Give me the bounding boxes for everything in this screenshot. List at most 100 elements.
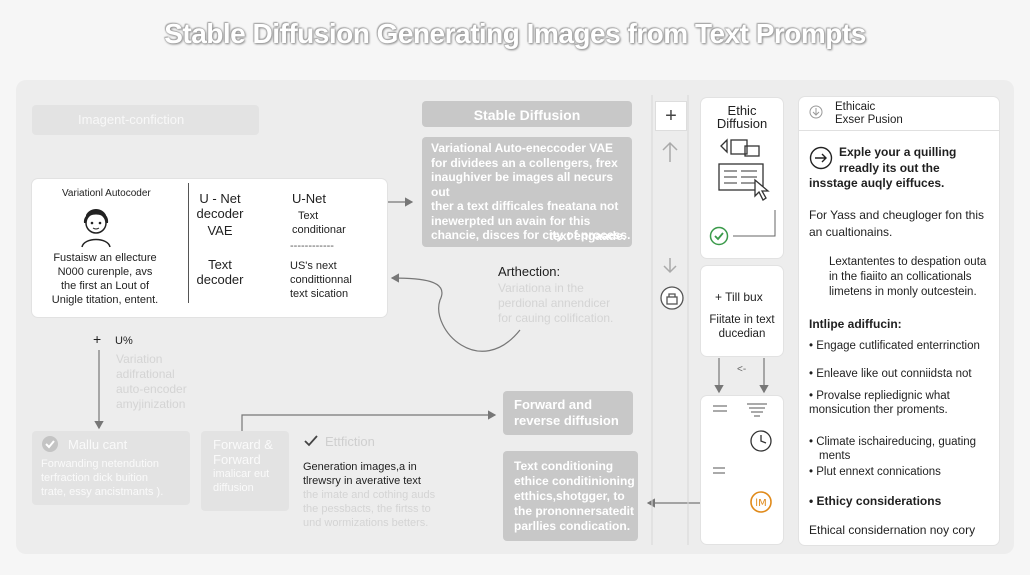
- forward-card-line: imalicar eut: [213, 468, 270, 480]
- text-decoder-line: Text: [208, 257, 232, 272]
- us-next-line: US's next: [290, 260, 337, 272]
- vae-description-card: Variational Auto-eneccoder VAE for divid…: [422, 137, 632, 247]
- variation-ghost-line: Variation: [116, 352, 163, 366]
- ethics-panel: Ethicaic Exser Pusion Exple your a quill…: [799, 97, 999, 545]
- effiction-line: Generation images,a in: [303, 461, 417, 473]
- forward-reverse-text: Forward and reverse diffusion: [514, 397, 619, 429]
- bullet-item: Enleave like out conniidsta not: [809, 367, 971, 381]
- vae-body-line: Fustaisw an ellecture: [53, 252, 157, 264]
- intlipe-heading: Intlipe adiffucin:: [809, 317, 902, 331]
- para1-line: For Yass and cheugloger fon this: [809, 208, 984, 222]
- add-button[interactable]: +: [655, 101, 687, 131]
- svg-text:lΜ: lΜ: [755, 498, 766, 509]
- image-confiction-label: Imagent-confiction: [78, 112, 185, 127]
- arthection-ghost-line: Variationa in the: [498, 281, 584, 295]
- u-percent-label: U%: [115, 335, 133, 347]
- intro-text: Exple your a quilling rreadly its out th…: [839, 144, 956, 176]
- forward-card-line: Forward &: [213, 437, 273, 452]
- text-conditionar-line: conditionar: [292, 224, 346, 236]
- text-decoder-label: Text decoder: [190, 257, 250, 287]
- till-bux-card: + Till bux Fiitate in text ducedian: [701, 266, 783, 356]
- bullet-item-continued: ments: [819, 450, 851, 462]
- mallu-cant-line: Forwanding netendution: [41, 458, 160, 470]
- unet-label: U-Net: [292, 191, 326, 206]
- check-icon: [304, 435, 318, 447]
- vae-body-line: N000 curenple, avs: [57, 266, 153, 278]
- vae-description-line: for dividees an a collengers, frex: [431, 155, 618, 170]
- mallu-cant-line: terfraction dick buition: [41, 472, 148, 484]
- arthection-ghost-text: Variationa in the perdional annendicer f…: [498, 281, 613, 326]
- bullet-item: Plut ennext connications: [809, 465, 941, 479]
- vae-body-line: the first an Lout of: [60, 280, 150, 292]
- variation-ghost-line: auto-encoder: [116, 382, 187, 396]
- effiction-ghost-line: und wormizations betters.: [303, 517, 429, 529]
- effiction-ghost-line: the imate and cothing auds: [303, 489, 436, 501]
- para1-text: For Yass and cheugloger fon this an cual…: [809, 207, 984, 241]
- page-title: Stable Diffusion Generating Images from …: [164, 18, 866, 49]
- ethic-diffusion-card: Ethic Diffusion: [701, 98, 783, 258]
- plus-icon: +: [93, 331, 102, 347]
- text-conditioning-card: Text conditioning ethice conditinioning …: [503, 451, 638, 541]
- effiction-ghost-line: the pessbacts, the firtss to: [303, 503, 431, 515]
- document-click-icon: [718, 138, 770, 201]
- text-decoder-line: decoder: [196, 272, 244, 287]
- bullet-item: Engage cutlificated enterrinction: [809, 339, 980, 353]
- arrow-up-icon[interactable]: [660, 140, 680, 164]
- forward-reverse-line: reverse diffusion: [514, 413, 619, 428]
- effiction-title: Ettfiction: [325, 434, 375, 449]
- para2-line: Lextantentes to despation outa: [829, 256, 987, 268]
- text-conditionar-label: Text conditionar: [292, 209, 346, 237]
- lock-circle-icon[interactable]: [660, 286, 684, 310]
- unet-decoder-label: U - Net decoder: [190, 191, 250, 221]
- us-next-label: US's next condittionnal text sication: [290, 259, 352, 301]
- bullet-item-continued: monsicution ther proments.: [809, 404, 948, 416]
- effiction-line: tlrewsry in averative text: [303, 475, 421, 487]
- ethics-panel-title: Ethicaic: [835, 101, 876, 113]
- vae-description-text: Variational Auto-eneccoder VAE for divid…: [431, 141, 631, 243]
- arthection-ghost-line: perdional annendicer: [498, 296, 611, 310]
- arrow-down-icon[interactable]: [660, 256, 680, 276]
- intro-line: Exple your a quilling: [839, 145, 957, 159]
- bracket-connector: [733, 210, 776, 237]
- process-card: lΜ: [701, 396, 783, 544]
- bullet-item: Climate ischaireducing, guating: [809, 435, 976, 449]
- intro-line: insstage auqly eiffuces.: [809, 176, 945, 190]
- fiitate-text: Fiitate in text ducedian: [701, 313, 783, 341]
- ethics-footer-text: Ethical considernation noy cory: [809, 523, 976, 537]
- text-conditioning-line: Text conditioning: [514, 459, 614, 473]
- forward-reverse-line: Forward and: [514, 397, 593, 412]
- small-arrow-glyph: <-: [737, 364, 747, 375]
- unet-decoder-line: decoder: [196, 206, 244, 221]
- stable-diffusion-header: Stable Diffusion: [422, 101, 632, 127]
- green-check-icon: [709, 226, 729, 246]
- image-confiction-bar: Imagent-confiction: [32, 105, 259, 135]
- para2-text: Lextantentes to despation outa in the fi…: [829, 255, 986, 300]
- vae-description-line: inewerpted un avain for this: [431, 213, 591, 228]
- vae-description-line: Variational Auto-eneccoder VAE: [431, 141, 614, 155]
- arthection-title: Arthection:: [498, 264, 561, 279]
- variation-ghost-line: amyjinization: [116, 397, 186, 411]
- variation-ghost-text: Variation adifrational auto-encoder amyj…: [116, 352, 187, 412]
- vae-body: Fustaisw an ellecture N000 curenple, avs…: [40, 251, 170, 307]
- header-divider: [799, 130, 999, 131]
- forward-card-text: Forward & Forward imalicar eut diffusion: [213, 437, 273, 495]
- vae-body-line: Unigle titation, entent.: [51, 294, 159, 306]
- text-engade-label: text engaade.: [549, 229, 626, 243]
- fiitate-line: Fiitate in text: [709, 314, 775, 326]
- dashed-divider: ------------: [290, 240, 334, 252]
- mallu-cant-line: trate, essy ancistmants ).: [41, 486, 164, 498]
- arrow-right-circle-icon[interactable]: [809, 146, 833, 170]
- down-arrow-circle-icon: [809, 105, 823, 119]
- vae-card: Variationl Autocoder Fustaisw an ellectu…: [32, 179, 387, 317]
- para2-line: limetens in monly outcestein.: [829, 286, 977, 298]
- us-next-line: text sication: [290, 288, 349, 300]
- vae-label: VAE: [207, 223, 233, 238]
- ethic-diffusion-line: Diffusion: [716, 116, 768, 131]
- arthection-ghost-line: for cauing colification.: [498, 311, 614, 325]
- divider: [188, 183, 189, 303]
- para1-line: an cualtionains.: [809, 225, 893, 239]
- text-conditioning-line: parllies condication.: [514, 519, 631, 533]
- us-next-line: condittionnal: [290, 274, 352, 286]
- mallu-cant-card: Mallu cant Forwanding netendution terfra…: [32, 431, 190, 505]
- vae-description-line: inaughiver be images all necurs out: [431, 170, 614, 199]
